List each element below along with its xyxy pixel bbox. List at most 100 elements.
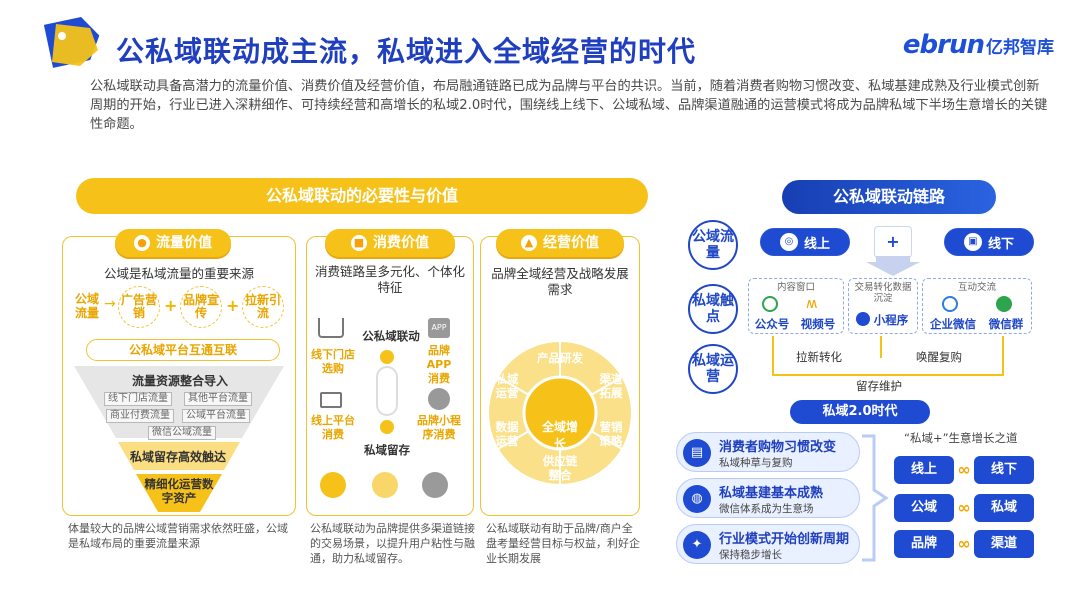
funnel-chip: 线下门店流量 — [104, 392, 172, 406]
trend-card: ▤ 消费者购物习惯改变 私域种草与复购 — [676, 432, 860, 472]
consume-top-label: 公私域联动 — [362, 329, 420, 343]
app-icon: APP — [428, 318, 450, 338]
link-icon: ∞ — [957, 498, 971, 517]
ops-seg-marketing: 营销策略 — [599, 420, 623, 448]
user-add-icon — [372, 472, 398, 498]
arrow-icon: → — [104, 296, 116, 312]
funnel-chip: 商业付费流量 — [106, 409, 174, 423]
content-window-title: 内容窗口 — [776, 282, 815, 293]
intro-paragraph: 公私域联动具备高潜力的流量价值、消费价值及经营价值，布局融通链路已成为品牌与平台… — [90, 79, 1048, 132]
funnel-chip: 微信公域流量 — [148, 426, 216, 440]
flow-value-pill: ●流量价值 — [115, 229, 231, 257]
dot-icon — [380, 420, 394, 434]
growth-way-title: “私域+”生意增长之道 — [904, 431, 1018, 445]
chart-icon: ▲ — [521, 235, 537, 251]
ops-footnote: 公私域联动有助于品牌/商户全盘考量经营目标与权益，利好企业长期发展 — [486, 522, 640, 565]
interaction-box — [922, 278, 1032, 334]
link-icon: ∞ — [957, 534, 971, 553]
funnel-stage-assets: 精细化运营数字资产 — [144, 477, 214, 505]
trend-title: 私域基建基本成熟 — [719, 486, 824, 501]
loop-line — [880, 336, 882, 358]
trend-card: ✦ 行业模式开始创新周期 保持稳步增长 — [676, 524, 860, 564]
row-public-traffic: 公域流量 — [688, 220, 738, 270]
user-add-icon — [320, 472, 346, 498]
loop-line — [772, 374, 1004, 376]
trend-card: ◍ 私域基建基本成熟 微信体系成为生意场 — [676, 478, 860, 518]
growth-wheel — [487, 340, 633, 486]
monitor-icon — [320, 392, 342, 408]
wechat-group-icon — [996, 296, 1012, 312]
trend-sub: 微信体系成为生意场 — [719, 503, 814, 515]
consume-miniapp: 品牌小程序消费 — [417, 414, 461, 441]
loop-line — [1002, 336, 1004, 376]
link-chain-banner: 公私域联动链路 — [782, 180, 996, 214]
bracket-arrow-icon — [862, 434, 888, 562]
ops-seg-data: 数据运营 — [495, 420, 519, 448]
brand-logo: ebrun 亿邦智库 — [903, 30, 1054, 60]
loop-repurchase: 唤醒复购 — [914, 349, 964, 365]
trend-title: 行业模式开始创新周期 — [719, 532, 850, 547]
consume-value-pill: ■消费价值 — [325, 229, 455, 257]
transaction-box — [848, 278, 918, 334]
page-title: 公私域联动成主流，私域进入全域经营的时代 — [116, 35, 697, 68]
funnel-stage-retain: 私域留存高效触达 — [129, 450, 226, 464]
flow-item-acquire: 拉新引流 — [242, 286, 284, 328]
wechat-group-label: 微信群 — [988, 317, 1024, 331]
interaction-title: 互动交流 — [957, 282, 996, 293]
flow-source-label: 公域流量 — [74, 292, 99, 320]
ops-seg-rnd: 产品研发 — [537, 351, 583, 365]
loop-acquire: 拉新转化 — [794, 349, 844, 365]
double-arrow-icon — [376, 366, 398, 416]
offline-pill: ▣线下 — [944, 228, 1034, 256]
necessity-banner: 公私域联动的必要性与价值 — [76, 178, 648, 214]
flow-subtitle: 公域是私域流量的重要来源 — [103, 266, 254, 281]
private-2-banner: 私域2.0时代 — [790, 400, 930, 424]
flow-item-ads: 广告营销 — [118, 286, 160, 328]
wecom-icon — [942, 296, 958, 312]
online-pill: ◎线上 — [760, 228, 850, 256]
mini-program-label: 小程序 — [873, 313, 909, 327]
mini-program-icon — [428, 388, 450, 410]
ops-subtitle: 品牌全域经营及战略发展需求 — [491, 266, 629, 297]
funnel-title: 流量资源整合导入 — [131, 374, 228, 388]
mini-program-icon — [856, 312, 870, 326]
plus-icon: + — [226, 296, 240, 315]
ops-value-pill: ▲经营价值 — [496, 229, 624, 257]
funnel-chip: 公域平台流量 — [182, 409, 250, 423]
tag-logo-icon — [43, 16, 100, 68]
pair-public-private: 公域 ∞ 私域 — [894, 494, 1034, 522]
ops-seg-private: 私域运营 — [495, 372, 519, 400]
ops-seg-channel: 渠道拓展 — [599, 372, 623, 400]
drop-icon: ● — [134, 235, 150, 251]
ops-center: 全域增长 — [541, 420, 578, 451]
globe-icon: ◎ — [779, 233, 798, 251]
row-private-touch: 私域触点 — [688, 284, 738, 334]
consume-online: 线上平台消费 — [311, 414, 355, 441]
grid-icon: ■ — [351, 235, 367, 251]
down-arrow-icon — [866, 256, 920, 276]
consume-offline: 线下门店选购 — [311, 348, 355, 375]
loop-retention: 留存维护 — [854, 378, 904, 394]
apps-icon: ✦ — [683, 531, 711, 559]
transaction-title: 交易转化数据沉淀 — [854, 282, 912, 304]
user-add-icon — [422, 472, 448, 498]
plus-box: + — [874, 226, 912, 258]
brand-cn: 亿邦智库 — [986, 38, 1054, 58]
store-icon: ▣ — [963, 233, 982, 251]
official-account-label: 公众号 — [754, 317, 790, 331]
cart-icon — [318, 318, 344, 338]
flow-footnote: 体量较大的品牌公域营销需求依然旺盛，公域是私域布局的重要流量来源 — [68, 522, 288, 550]
pair-brand-channel: 品牌 ∞ 渠道 — [894, 530, 1034, 558]
flow-item-brand: 品牌宣传 — [180, 286, 222, 328]
consume-app: 品牌APP消费 — [426, 344, 452, 385]
plus-icon: + — [164, 296, 178, 315]
brand-en: ebrun — [902, 30, 985, 60]
row-private-ops: 私域运营 — [688, 344, 738, 394]
video-channel-label: 视频号 — [800, 317, 836, 331]
wecom-label: 企业微信 — [930, 317, 976, 331]
funnel-chip: 其他平台流量 — [184, 392, 252, 406]
cart-icon: ▤ — [683, 439, 711, 467]
dot-icon — [380, 350, 394, 364]
pair-online-offline: 线上 ∞ 线下 — [894, 456, 1034, 484]
wechat-official-icon — [762, 296, 778, 312]
